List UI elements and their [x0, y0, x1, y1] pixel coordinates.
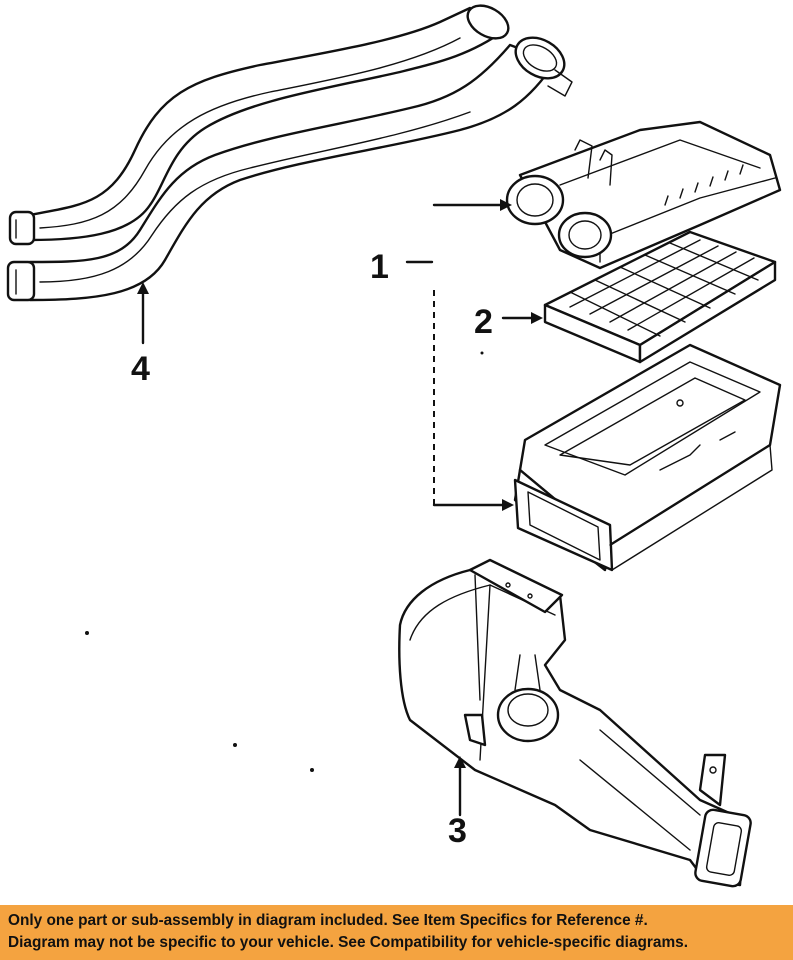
callout-number-4: 4	[131, 350, 150, 388]
callout-number-3: 3	[448, 812, 467, 850]
callout-4-arrow	[137, 282, 149, 294]
filter-element-part	[543, 230, 777, 364]
disclaimer-line-1: Only one part or sub-assembly in diagram…	[8, 912, 648, 929]
callout-1-upper-arrow	[500, 199, 512, 211]
intake-duct-part	[398, 558, 752, 888]
disclaimer-line-2: Diagram may not be specific to your vehi…	[8, 934, 688, 951]
callout-3-arrow	[454, 756, 466, 768]
callout-leaders	[85, 199, 543, 817]
callout-number-2: 2	[474, 303, 493, 341]
exploded-parts-diagram: 1 2 3 4	[6, 4, 782, 888]
callout-1-lower-arrow	[502, 499, 514, 511]
disclaimer-banner: Only one part or sub-assembly in diagram…	[0, 905, 793, 960]
callout-number-1: 1	[370, 248, 389, 286]
intake-hoses-part	[6, 4, 573, 302]
air-cleaner-housing	[513, 343, 782, 572]
callout-2-arrow	[531, 312, 543, 324]
air-cleaner-lid	[505, 120, 782, 270]
